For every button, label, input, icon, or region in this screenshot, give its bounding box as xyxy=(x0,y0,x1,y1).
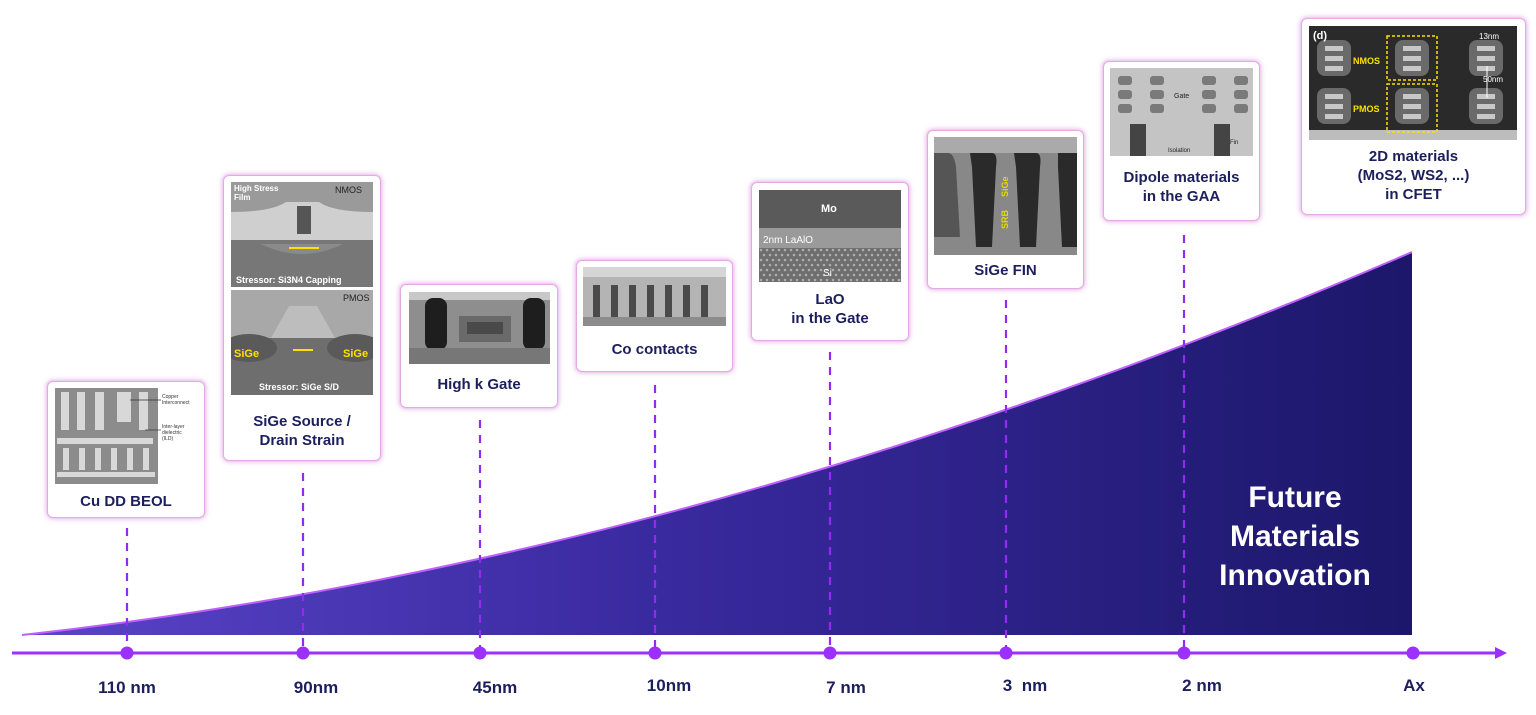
node-marker-dot xyxy=(999,646,1013,660)
node-marker-dot xyxy=(823,646,837,660)
high-stress-film-label: High Stress xyxy=(234,184,279,193)
node-label-ax: Ax xyxy=(1403,676,1425,695)
card-caption: Dipole materials in the GAA xyxy=(1123,169,1240,205)
lao-gate-micrograph: Mo 2nm LaAlO Si xyxy=(759,190,901,282)
co-contacts-image xyxy=(583,267,726,326)
node-label-7nm: 7 nm xyxy=(826,678,866,697)
card-high-k-gate: High k Gate xyxy=(401,285,557,407)
card-lao-in-the-gate: Mo 2nm LaAlO Si LaO in the Gate xyxy=(752,183,908,340)
cfet-nmos-label: NMOS xyxy=(1353,56,1380,66)
timeline-arrowhead xyxy=(1495,647,1507,659)
co-contacts-micrograph xyxy=(583,267,726,326)
card-caption: SiGe FIN xyxy=(974,262,1037,279)
dipole-gaa-micrograph: Gate Isolation Fin xyxy=(1110,68,1253,156)
high-k-gate-micrograph xyxy=(409,292,550,364)
node-marker-dot xyxy=(648,646,662,660)
node-marker-dot xyxy=(120,646,134,660)
node-label-2nm: 2 nm xyxy=(1182,676,1222,695)
card-co-contacts: Co contacts xyxy=(577,261,732,371)
node-marker-dot xyxy=(1177,646,1191,660)
card-caption: 2D materials (MoS2, WS2, ...) in CFET xyxy=(1357,148,1470,203)
panel-d-label: (d) xyxy=(1313,30,1327,42)
card-2d-materials-cfet: (d) NMOS PMOS 13nm 50nm 2D materials (Mo… xyxy=(1302,19,1525,214)
future-materials-innovation-label: Future Materials Innovation xyxy=(1219,481,1371,592)
dipole-gaa-image: Gate Isolation Fin xyxy=(1110,68,1253,156)
stressor-sige-sd-label: Stressor: SiGe S/D xyxy=(259,382,340,392)
card-caption: SiGe Source / Drain Strain xyxy=(253,413,351,449)
node-marker-dot xyxy=(296,646,310,660)
card-caption: Co contacts xyxy=(611,341,698,358)
card-sige-fin: SiGe SRB SiGe FIN xyxy=(928,131,1083,288)
node-marker-dot xyxy=(1406,646,1420,660)
node-label-110nm: 110 nm xyxy=(98,678,156,697)
pmos-micrograph: PMOS SiGe SiGe Stressor: SiGe S/D xyxy=(231,290,373,395)
node-label-90nm: 90nm xyxy=(293,678,339,697)
lao-gate-image: Mo 2nm LaAlO Si xyxy=(759,190,901,282)
cfet-pmos-label: PMOS xyxy=(1353,104,1380,114)
innovation-ramp-area xyxy=(22,252,1412,635)
gate-label: Gate xyxy=(1174,93,1189,100)
card-caption: Cu DD BEOL xyxy=(80,493,172,510)
srb-label: SRB xyxy=(1000,209,1010,229)
pmos-image: PMOS SiGe SiGe Stressor: SiGe S/D xyxy=(231,290,373,395)
13nm-label: 13nm xyxy=(1479,32,1499,41)
cfet-micrograph: (d) NMOS PMOS 13nm 50nm xyxy=(1309,26,1517,140)
card-dipole-materials-gaa: Gate Isolation Fin Dipole materials in t… xyxy=(1104,62,1259,220)
nmos-label: NMOS xyxy=(335,185,362,195)
lalo-label: 2nm LaAlO xyxy=(763,235,813,246)
mo-label: Mo xyxy=(821,203,837,215)
sige-fin-micrograph: SiGe SRB xyxy=(934,137,1077,255)
node-label-45nm: 45nm xyxy=(472,678,518,697)
stressor-capping-label: Stressor: Si3N4 Capping xyxy=(236,275,342,285)
card-caption: LaO in the Gate xyxy=(791,291,869,327)
si-label: Si xyxy=(823,268,832,279)
high-k-gate-image xyxy=(409,292,550,364)
50nm-label: 50nm xyxy=(1483,75,1503,84)
fin-label: Fin xyxy=(1230,140,1238,146)
sige-fin-label: SiGe xyxy=(1000,176,1010,197)
sige-fin-image: SiGe SRB xyxy=(934,137,1077,255)
card-caption: High k Gate xyxy=(437,376,521,393)
isolation-label: Isolation xyxy=(1168,148,1190,154)
innovation-ramp-edge xyxy=(21,251,1413,636)
pmos-label: PMOS xyxy=(343,293,370,303)
cfet-image: (d) NMOS PMOS 13nm 50nm xyxy=(1309,26,1517,140)
sige-left-label: SiGe xyxy=(234,348,259,360)
node-label-3nm: 3 nm xyxy=(1002,676,1048,695)
sige-right-label: SiGe xyxy=(343,348,368,360)
node-label-10nm: 10nm xyxy=(646,676,692,695)
node-marker-dot xyxy=(473,646,487,660)
